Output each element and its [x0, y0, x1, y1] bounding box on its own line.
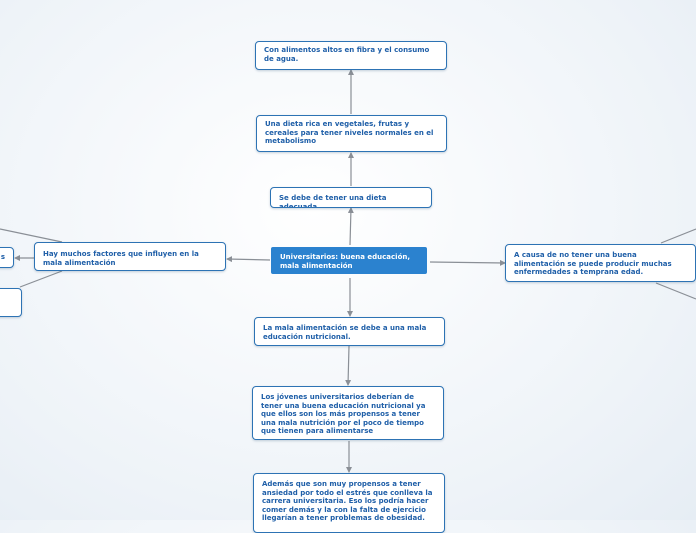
connector-factors-offscreen-1	[0, 228, 63, 243]
connector-diseases-offscreen-2	[655, 282, 696, 300]
connector-root-diseases	[429, 259, 506, 266]
connector-badfood-students	[345, 345, 352, 386]
node-anxiety[interactable]: Además que son muy propensos a tener ans…	[253, 473, 445, 533]
mind-map-canvas: Con alimentos altos en fibra y el consum…	[0, 41, 696, 533]
connector-diseases-offscreen-1	[660, 228, 696, 244]
root-node[interactable]: Universitarios: buena educación, mala al…	[271, 247, 427, 274]
node-diet[interactable]: Se debe de tener una dieta adecuada	[270, 187, 432, 208]
connector-root-factors	[226, 256, 271, 263]
node-diet-rich[interactable]: Una dieta rica en vegetales, frutas y ce…	[256, 115, 447, 152]
node-bad-food[interactable]: La mala alimentación se debe a una mala …	[254, 317, 445, 346]
node-left-cut[interactable]: s	[0, 247, 14, 268]
node-factors[interactable]: Hay muchos factores que influyen en la m…	[34, 242, 226, 271]
connector-root-diet	[347, 207, 354, 246]
connector-factors-offscreen-2	[19, 270, 63, 288]
node-fiber[interactable]: Con alimentos altos en fibra y el consum…	[255, 41, 447, 70]
node-left-offscreen[interactable]	[0, 288, 22, 317]
connector-layer	[0, 69, 696, 473]
node-diseases[interactable]: A causa de no tener una buena alimentaci…	[505, 244, 696, 282]
node-students[interactable]: Los jóvenes universitarios deberían de t…	[252, 386, 444, 440]
